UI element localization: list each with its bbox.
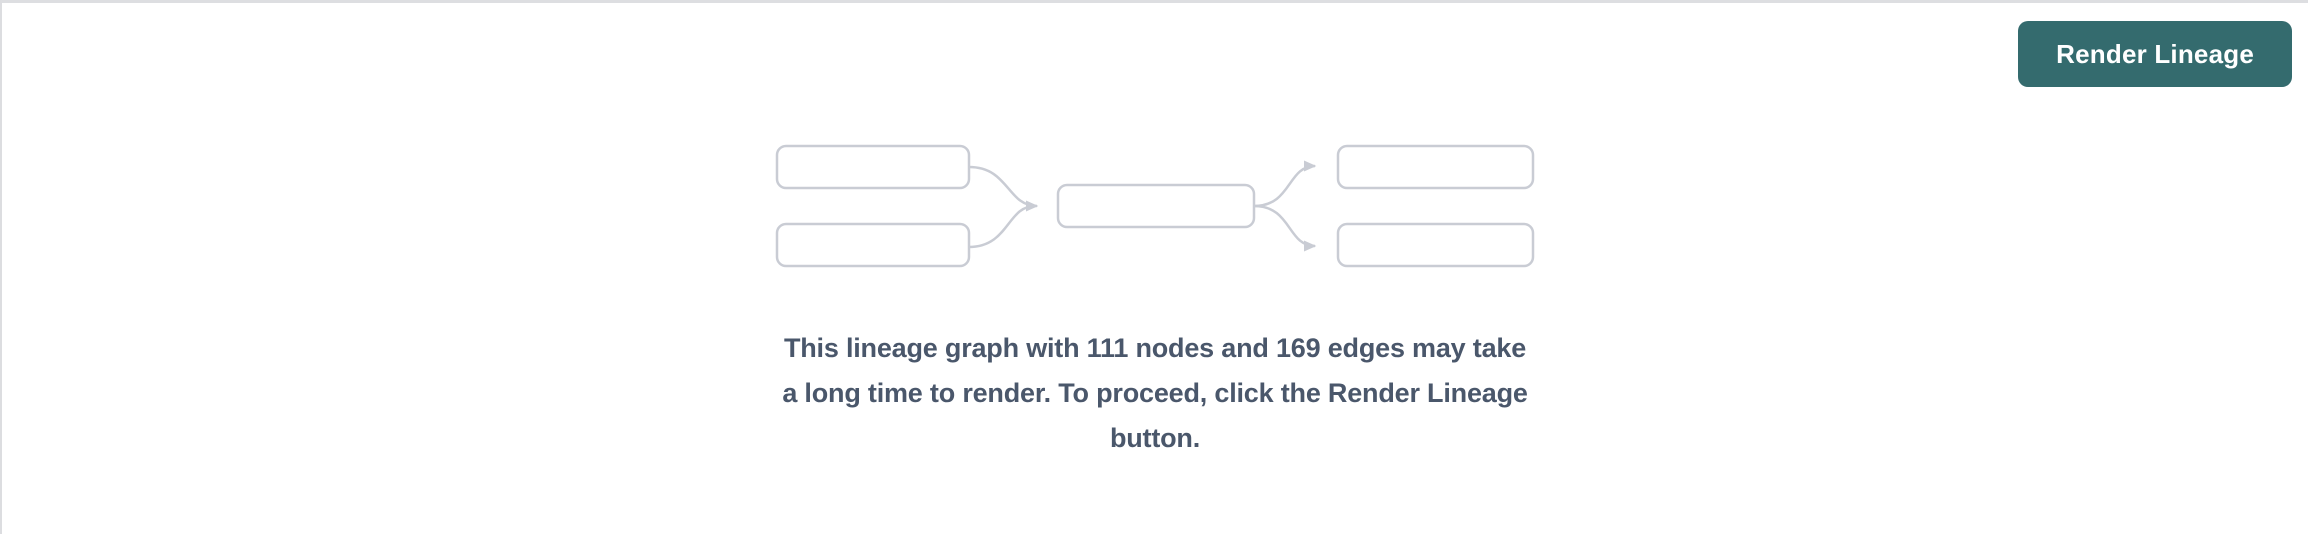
node-box-downstream-bottom xyxy=(1336,222,1535,268)
node-box-upstream-bottom xyxy=(775,222,971,268)
node-box-downstream-top xyxy=(1336,144,1535,190)
warning-message-line-2: a long time to render. To proceed, click… xyxy=(782,378,1528,408)
node-boxes xyxy=(775,144,1535,268)
lineage-graph-preview-icon xyxy=(775,144,1535,268)
node-box-center xyxy=(1056,183,1256,229)
lineage-empty-state: This lineage graph with 111 nodes and 16… xyxy=(775,144,1535,461)
lineage-warning-message: This lineage graph with 111 nodes and 16… xyxy=(782,326,1528,461)
warning-message-line-3: button. xyxy=(1109,423,1201,453)
node-box-upstream-top xyxy=(775,144,971,190)
warning-message-line-1: This lineage graph with 111 nodes and 16… xyxy=(783,333,1527,363)
render-lineage-button[interactable]: Render Lineage xyxy=(2018,21,2292,87)
edge-lines xyxy=(968,160,1317,252)
